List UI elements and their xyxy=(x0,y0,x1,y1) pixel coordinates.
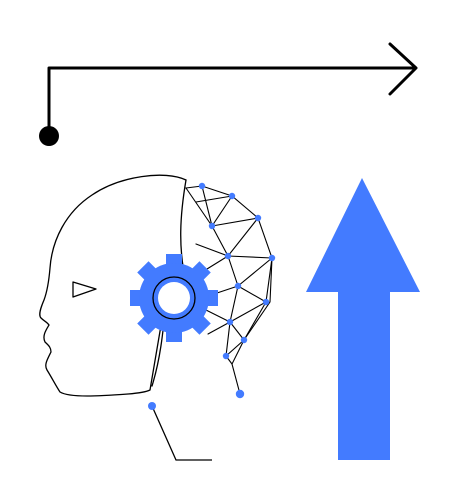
up-arrow-icon xyxy=(306,178,420,460)
neck-line xyxy=(148,402,212,461)
gear-icon xyxy=(130,254,218,342)
process-arrow-icon xyxy=(39,42,418,146)
neural-network-icon xyxy=(185,182,276,399)
